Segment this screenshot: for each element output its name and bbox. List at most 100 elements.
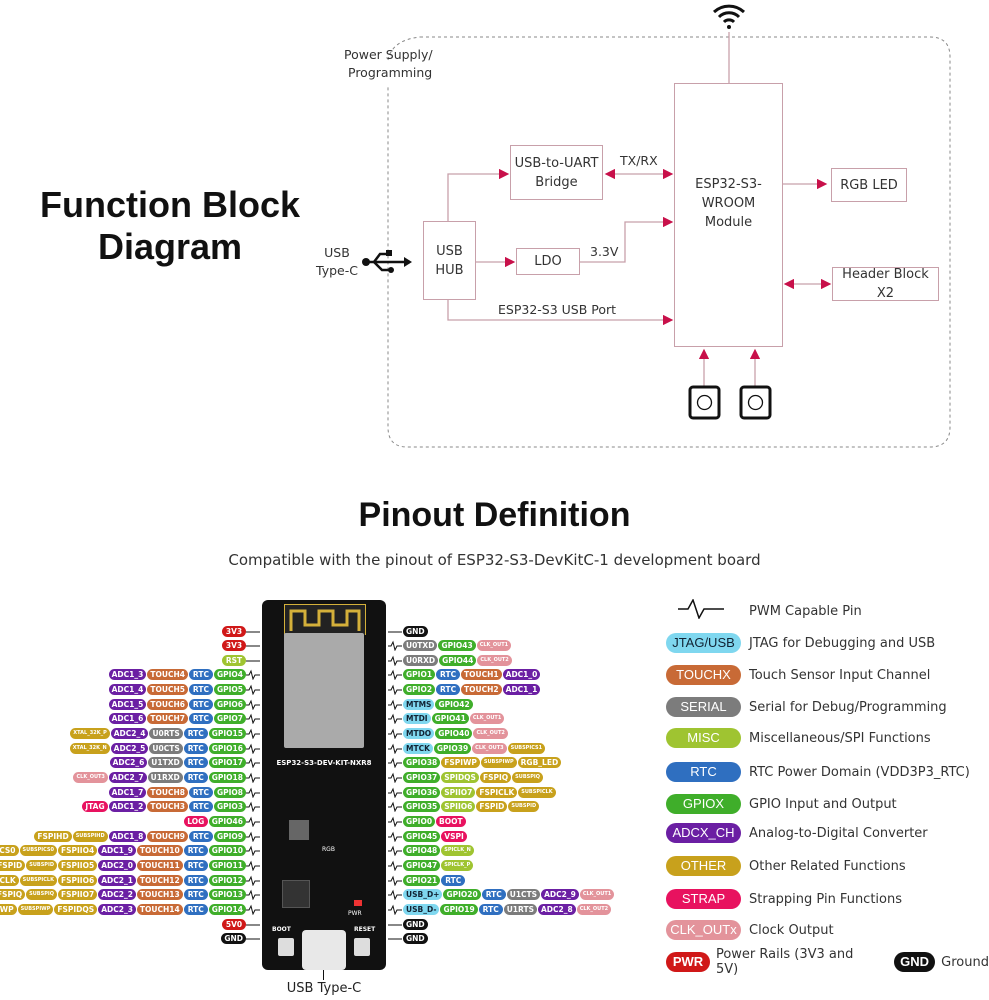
reset-label: RESET — [354, 926, 376, 933]
pin-tag-gpio: GPIO9 — [213, 830, 246, 842]
pin-tag-rtc: RTC — [188, 698, 213, 710]
pin-tag-touch: TOUCH11 — [136, 859, 183, 871]
pwm-icon — [246, 885, 260, 904]
pin-tag-touch: TOUCH5 — [147, 684, 188, 696]
pin-tag-adc: ADC1_1 — [502, 684, 541, 696]
pin-tag-rtc: RTC — [183, 757, 208, 769]
pwm-icon — [388, 856, 402, 875]
legend-pill-gnd: GND — [893, 952, 936, 972]
txrx-label: TX/RX — [620, 153, 658, 168]
legend-pill: STRAP — [666, 889, 741, 909]
pin-tag-rtc: RTC — [183, 903, 208, 915]
module-line-2: WROOM — [701, 196, 756, 211]
pin-tag-gnd: GND — [403, 918, 428, 930]
pin-tag-serial: U1RTS — [503, 903, 537, 915]
pin-tag-clk: CLK_OUT2 — [576, 903, 612, 915]
usb-chip — [282, 880, 310, 908]
title-line-1: Function Block — [40, 184, 300, 225]
pin-tag-adc: ADC2_8 — [537, 903, 576, 915]
pin-tag-gpio: GPIO5 — [213, 684, 246, 696]
pin-tag-gnd: GND — [221, 933, 246, 945]
wire-icon — [246, 636, 260, 655]
pin-tag-touch: TOUCH7 — [147, 713, 188, 725]
antenna — [284, 604, 366, 635]
pin-tag-other: FSPICLK — [0, 874, 19, 886]
region-label-line-2: Programming — [348, 65, 433, 80]
pin-tag-gpio: GPIO16 — [208, 742, 246, 754]
legend-text: Ground — [941, 954, 989, 970]
rf-shield — [284, 633, 364, 748]
pin-tag-misc: SPICLK_N — [441, 845, 474, 857]
pwm-icon — [388, 871, 402, 890]
left-pin-row: FSPIQSUBSPIQFSPIIO7ADC2_2TOUCH13RTCGPIO1… — [0, 889, 260, 901]
pin-tag-misc: SPIIO6 — [441, 801, 476, 813]
pin-tag-strap: BOOT — [436, 815, 466, 827]
pwm-wave-icon — [666, 598, 741, 623]
pin-tag-gpio: GPIO3 — [213, 801, 246, 813]
antenna-trace-icon — [289, 609, 361, 631]
pwm-icon — [388, 812, 402, 831]
pin-tag-gpio: GPIO48 — [403, 845, 441, 857]
left-pin-row: GND — [220, 933, 260, 945]
pwm-icon — [388, 900, 402, 919]
pin-tag-adc: ADC1_6 — [108, 713, 147, 725]
pwm-icon — [246, 900, 260, 919]
pin-tag-serial: U1RXD — [147, 772, 183, 783]
left-pin-row: FSPICS0SUBSPICS0FSPIIO4ADC1_9TOUCH10RTCG… — [0, 845, 260, 857]
pin-tag-other: SUBSPIHD — [72, 830, 108, 842]
region-label-line-1: Power Supply/ — [344, 47, 433, 62]
usb-uart-bridge-block: USB-to-UART Bridge — [510, 145, 603, 200]
left-pin-row: 3V3 — [221, 625, 260, 637]
left-pin-row: FSPIWPSUBSPIWPFSPIDQSADC2_3TOUCH14RTCGPI… — [0, 903, 260, 915]
pin-tag-other: XTAL_32K_P — [70, 728, 110, 740]
pin-tag-rtc: RTC — [183, 859, 208, 871]
legend-text: Other Related Functions — [749, 858, 906, 874]
pin-tag-touch: TOUCH2 — [461, 684, 502, 696]
usb-label-line-2: Type-C — [316, 263, 358, 278]
pin-tag-other: SUBSPIQ — [26, 889, 57, 901]
pin-tag-rtc: RTC — [436, 684, 461, 696]
pwr-label: PWR — [348, 910, 362, 917]
rgb-led-block: RGB LED — [831, 168, 907, 202]
pin-tag-gpio: GPIO46 — [208, 815, 246, 827]
usb-c-port[interactable] — [302, 930, 346, 970]
bridge-line-2: Bridge — [535, 174, 578, 190]
pin-tag-adc: ADC2_7 — [108, 772, 147, 783]
legend-text: RTC Power Domain (VDD3P3_RTC) — [749, 764, 970, 780]
pin-tag-rtc: RTC — [188, 801, 213, 813]
boot-label: BOOT — [272, 926, 291, 933]
pin-tag-other: FSPIQ — [0, 889, 26, 901]
left-pin-row: FSPIDSUBSPIDFSPIIO5ADC2_0TOUCH11RTCGPIO1… — [0, 859, 260, 871]
reset-button[interactable] — [354, 938, 370, 956]
pin-tag-serial: U0CTS — [149, 742, 183, 754]
block-diagram-wires — [362, 4, 951, 448]
pinout-title: Pinout Definition — [358, 496, 631, 534]
legend-pill-pwr: PWR — [666, 952, 710, 972]
legend-text: Power Rails (3V3 and 5V) — [715, 947, 854, 977]
pin-tag-gpio: GPIO10 — [208, 845, 246, 857]
rgb-label: RGB — [322, 846, 335, 853]
pin-tag-gpio: GPIO41 — [431, 713, 469, 725]
pin-tag-pwr: 3V3 — [222, 625, 246, 637]
pin-tag-touch: TOUCH13 — [136, 889, 183, 901]
pwm-icon — [246, 797, 260, 816]
pwm-icon — [246, 709, 260, 728]
pinout-subtitle: Compatible with the pinout of ESP32-S3-D… — [228, 551, 761, 569]
right-pin-row: GND — [388, 625, 428, 637]
pin-tag-clk: CLK_OUT2 — [477, 654, 512, 666]
pin-tag-gpio: GPIO47 — [403, 859, 441, 871]
pin-tag-other: XTAL_32K_N — [69, 742, 110, 754]
boot-button[interactable] — [278, 938, 294, 956]
